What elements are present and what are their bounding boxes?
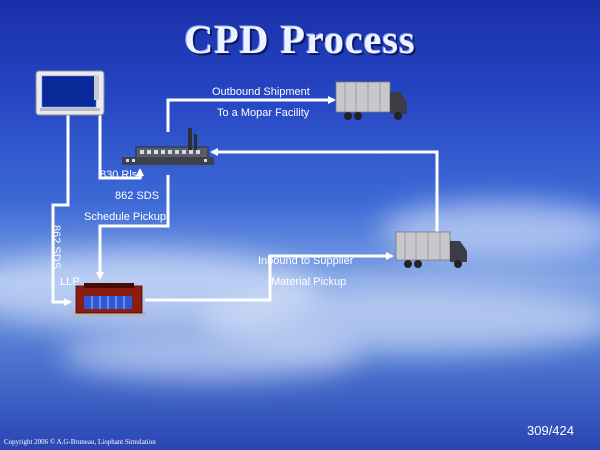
outbound-label-line2: To a Mopar Facility: [217, 107, 310, 119]
vertical-sds-label: 862 SDS: [50, 225, 62, 270]
edge-computer-to-llp: [51, 112, 72, 306]
edge-inbound-truck-to-factory: [210, 148, 439, 232]
truck-icon: [335, 81, 407, 120]
edge-factory-to-outbound-truck: [166, 96, 336, 132]
copyright-notice: Copyright 2006 © A.G-Bruneau, Liophant S…: [4, 438, 156, 446]
factory-icon: [122, 128, 214, 165]
edge-factory-to-llp: [96, 175, 170, 280]
truck-icon: [395, 231, 467, 268]
warehouse-icon: [72, 283, 146, 317]
cloud-band: [60, 330, 360, 380]
computer-monitor-icon: [35, 70, 105, 116]
schedule-label-line3: Schedule Pickup: [84, 211, 166, 223]
edge-computer-to-factory: [98, 112, 144, 180]
inbound-label-line1: Inbound to Supplier: [258, 255, 354, 267]
edge-llp-to-inbound-truck: [145, 252, 394, 302]
inbound-label-line2: Material Pickup: [271, 276, 347, 288]
schedule-label-line2: 862 SDS: [115, 190, 160, 202]
outbound-label-line1: Outbound Shipment: [212, 86, 310, 98]
llp-label: LLP: [60, 276, 80, 288]
page-number: 309/424: [527, 423, 574, 438]
slide-title: CPD Process: [184, 17, 416, 62]
schedule-label-line1: 830 Rlse: [100, 169, 144, 181]
